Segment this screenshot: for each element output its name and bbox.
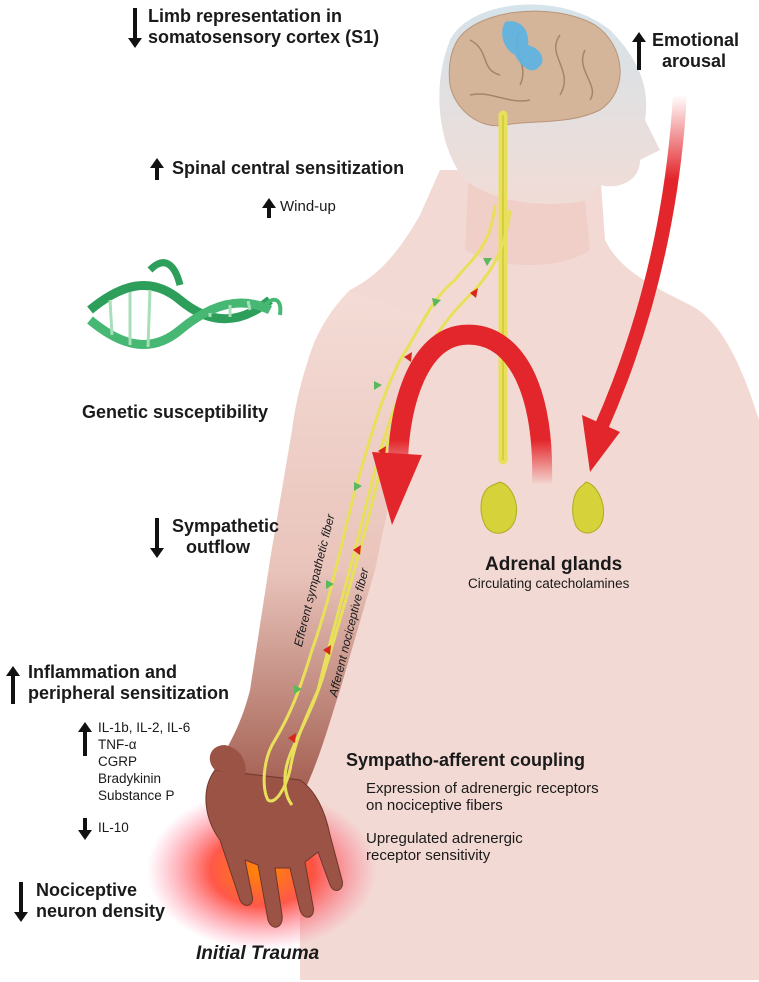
mediators-up-list: IL-1b, IL-2, IL-6 TNF-α CGRP Bradykinin … — [78, 720, 190, 804]
afferent-marker — [404, 352, 412, 362]
adrenal-glands-label: Adrenal glands — [485, 554, 623, 575]
efferent-marker — [294, 685, 302, 694]
down-arrow-icon — [78, 818, 92, 840]
down-arrow-icon — [14, 882, 28, 922]
efferent-marker — [374, 381, 382, 390]
emotional-arousal-arrow — [593, 94, 687, 433]
afferent-marker — [323, 645, 331, 655]
brain — [448, 10, 621, 127]
green-markers — [294, 258, 492, 694]
up-arrow-icon — [262, 198, 276, 218]
genetic-susceptibility-label: Genetic susceptibility — [82, 402, 269, 422]
dna-helix — [87, 259, 283, 349]
sympatho-afferent-coupling-label: Sympatho-afferent coupling — [346, 750, 586, 770]
mediator-down-label: IL-10 — [78, 818, 129, 840]
sympathetic-outflow-label: Sympathetic outflow — [150, 516, 279, 558]
circulating-catecholamines-label: Circulating catecholamines — [468, 576, 630, 591]
up-arrow-icon — [150, 158, 164, 180]
spinal-central-sensitization-label: Spinal central sensitization — [150, 158, 404, 180]
down-arrow-icon — [150, 518, 164, 558]
efferent-marker — [354, 482, 362, 491]
initial-trauma-label: Initial Trauma — [196, 943, 320, 964]
sympathetic-outflow-arrowhead — [372, 452, 422, 525]
down-arrow-icon — [128, 8, 142, 48]
red-markers — [288, 288, 478, 743]
hand — [205, 745, 344, 928]
efferent-marker — [432, 298, 441, 307]
up-arrow-icon — [6, 666, 20, 704]
nociceptive-density-label: Nociceptive neuron density — [14, 880, 165, 922]
afferent-marker — [288, 733, 296, 743]
emotional-arousal-label: Emotional arousal — [632, 30, 739, 71]
sympathetic-outflow-arrow — [388, 324, 553, 486]
afferent-fiber — [283, 209, 512, 806]
adrenal-gland-right — [572, 481, 605, 534]
arm — [210, 290, 430, 800]
efferent-fiber — [262, 204, 497, 803]
afferent-marker — [353, 545, 361, 555]
adrenal-gland-left — [480, 481, 517, 534]
inflammation-label: Inflammation and peripheral sensitizatio… — [6, 662, 229, 704]
up-arrow-icon — [78, 722, 92, 756]
efferent-marker — [326, 580, 334, 589]
upregulated-label: Upregulated adrenergic receptor sensitiv… — [366, 830, 523, 865]
limb-representation-label: Limb representation in somatosensory cor… — [128, 6, 379, 48]
up-arrow-icon — [632, 32, 646, 70]
emotional-arousal-arrowhead — [582, 415, 620, 472]
wind-up-label: Wind-up — [262, 198, 336, 218]
efferent-marker — [483, 258, 492, 266]
afferent-marker — [470, 288, 478, 298]
expression-label: Expression of adrenergic receptors on no… — [366, 780, 599, 815]
cortex-highlight — [502, 21, 543, 71]
